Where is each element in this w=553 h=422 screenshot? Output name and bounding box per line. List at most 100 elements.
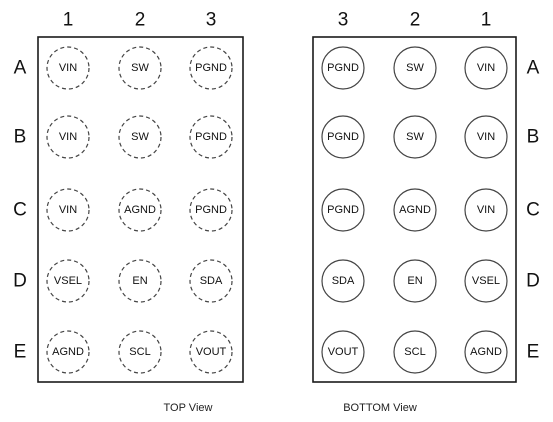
top-view-ball-label: SW bbox=[131, 131, 149, 143]
top-view-ball-label: VIN bbox=[59, 204, 77, 216]
top-view-ball-A3: PGND bbox=[189, 46, 233, 90]
top-view-ball-label: PGND bbox=[195, 204, 227, 216]
bottom-view-ball-B3: PGND bbox=[321, 115, 365, 159]
top-view-row-label: B bbox=[14, 127, 27, 148]
bottom-view-ball-outline bbox=[393, 115, 437, 159]
bottom-view-row-label: E bbox=[527, 342, 540, 363]
top-view-ball-A2: SW bbox=[118, 46, 162, 90]
top-view-ball-outline bbox=[118, 115, 162, 159]
bottom-view-ball-outline bbox=[464, 330, 508, 374]
bottom-view-row-label: A bbox=[527, 58, 540, 79]
bottom-view-ball-label: PGND bbox=[327, 62, 359, 74]
top-view-ball-B3: PGND bbox=[189, 115, 233, 159]
bottom-view-row-label: C bbox=[526, 200, 540, 221]
bottom-view-row-label: D bbox=[526, 271, 540, 292]
bottom-view-ball-label: VIN bbox=[477, 131, 495, 143]
top-view-ball-label: VIN bbox=[59, 62, 77, 74]
bottom-view-ball-C1: VIN bbox=[464, 188, 508, 232]
top-view-ball-C1: VIN bbox=[46, 188, 90, 232]
top-view-row-label: C bbox=[13, 200, 27, 221]
top-view-ball-outline bbox=[189, 330, 233, 374]
top-view-ball-outline bbox=[189, 188, 233, 232]
top-view-row-label: E bbox=[14, 342, 27, 363]
bottom-view-ball-outline bbox=[321, 330, 365, 374]
bottom-view-row-label: B bbox=[527, 127, 540, 148]
top-view-caption: TOP View bbox=[164, 402, 213, 414]
bottom-view-ball-label: VIN bbox=[477, 62, 495, 74]
bottom-view-ball-D3: SDA bbox=[321, 259, 365, 303]
top-view-ball-label: SCL bbox=[129, 346, 150, 358]
bottom-view-ball-label: AGND bbox=[470, 346, 502, 358]
bottom-view-ball-outline bbox=[321, 259, 365, 303]
top-view-ball-outline bbox=[46, 259, 90, 303]
bottom-view-ball-A3: PGND bbox=[321, 46, 365, 90]
top-view-ball-outline bbox=[46, 330, 90, 374]
bottom-view-ball-outline bbox=[464, 188, 508, 232]
bottom-view-column-label: 1 bbox=[481, 10, 492, 31]
top-view-ball-outline bbox=[46, 46, 90, 90]
top-view-ball-D3: SDA bbox=[189, 259, 233, 303]
bottom-view-outline bbox=[312, 36, 517, 383]
bottom-view-ball-label: SCL bbox=[404, 346, 425, 358]
top-view-row-label: A bbox=[14, 58, 27, 79]
top-view-column-label: 1 bbox=[63, 10, 74, 31]
top-view-column-labels: 1 2 3 bbox=[63, 10, 217, 31]
bottom-view-ball-E3: VOUT bbox=[321, 330, 365, 374]
bottom-view-ball-outline bbox=[464, 259, 508, 303]
bottom-view-ball-outline bbox=[464, 46, 508, 90]
top-view-ball-label: VOUT bbox=[196, 346, 227, 358]
bottom-view-ball-B2: SW bbox=[393, 115, 437, 159]
bottom-view-ball-D1: VSEL bbox=[464, 259, 508, 303]
bottom-view-ball-C2: AGND bbox=[393, 188, 437, 232]
top-view-ball-label: EN bbox=[132, 275, 147, 287]
bottom-view-ball-E2: SCL bbox=[393, 330, 437, 374]
top-view-ball-C3: PGND bbox=[189, 188, 233, 232]
bottom-view-ball-outline bbox=[393, 259, 437, 303]
top-view-ball-E3: VOUT bbox=[189, 330, 233, 374]
bottom-view-row-labels: A B C D E bbox=[526, 58, 540, 363]
bottom-view-ball-outline bbox=[393, 46, 437, 90]
bottom-view-ball-E1: AGND bbox=[464, 330, 508, 374]
bottom-view-ball-label: SW bbox=[406, 62, 424, 74]
bottom-view-ball-D2: EN bbox=[393, 259, 437, 303]
top-view-ball-label: AGND bbox=[124, 204, 156, 216]
bottom-view-ball-label: AGND bbox=[399, 204, 431, 216]
top-view-ball-label: VIN bbox=[59, 131, 77, 143]
bottom-view-caption: BOTTOM View bbox=[343, 402, 417, 414]
bottom-view-ball-label: VOUT bbox=[328, 346, 359, 358]
top-view-ball-label: AGND bbox=[52, 346, 84, 358]
top-view-ball-label: SW bbox=[131, 62, 149, 74]
top-view-row-label: D bbox=[13, 271, 27, 292]
top-view-ball-label: PGND bbox=[195, 62, 227, 74]
bottom-view-ball-label: EN bbox=[407, 275, 422, 287]
top-view-ball-outline bbox=[118, 188, 162, 232]
bottom-view-ball-label: PGND bbox=[327, 204, 359, 216]
top-view-ball-E2: SCL bbox=[118, 330, 162, 374]
top-view-outline bbox=[37, 36, 244, 383]
bottom-view-ball-B1: VIN bbox=[464, 115, 508, 159]
top-view-ball-outline bbox=[189, 46, 233, 90]
top-view-column-label: 3 bbox=[206, 10, 217, 31]
top-view-ball-outline bbox=[118, 46, 162, 90]
bottom-view-ball-label: PGND bbox=[327, 131, 359, 143]
bottom-view-ball-outline bbox=[393, 188, 437, 232]
bottom-view-ball-A2: SW bbox=[393, 46, 437, 90]
bottom-view-ball-label: VIN bbox=[477, 204, 495, 216]
top-view-ball-outline bbox=[118, 259, 162, 303]
top-view-ball-outline bbox=[189, 259, 233, 303]
top-view-ball-label: PGND bbox=[195, 131, 227, 143]
top-view-ball-E1: AGND bbox=[46, 330, 90, 374]
top-view-package: 1 2 3 A B C D E VIN SW PGND VIN SW PGND VIN AGND PGND V… bbox=[13, 10, 244, 414]
bottom-view-column-label: 2 bbox=[410, 10, 421, 31]
top-view-ball-C2: AGND bbox=[118, 188, 162, 232]
bottom-view-ball-A1: VIN bbox=[464, 46, 508, 90]
top-view-ball-B1: VIN bbox=[46, 115, 90, 159]
bottom-view-ball-label: SDA bbox=[332, 275, 355, 287]
top-view-column-label: 2 bbox=[135, 10, 146, 31]
top-view-ball-A1: VIN bbox=[46, 46, 90, 90]
bottom-view-ball-outline bbox=[321, 188, 365, 232]
top-view-ball-outline bbox=[189, 115, 233, 159]
